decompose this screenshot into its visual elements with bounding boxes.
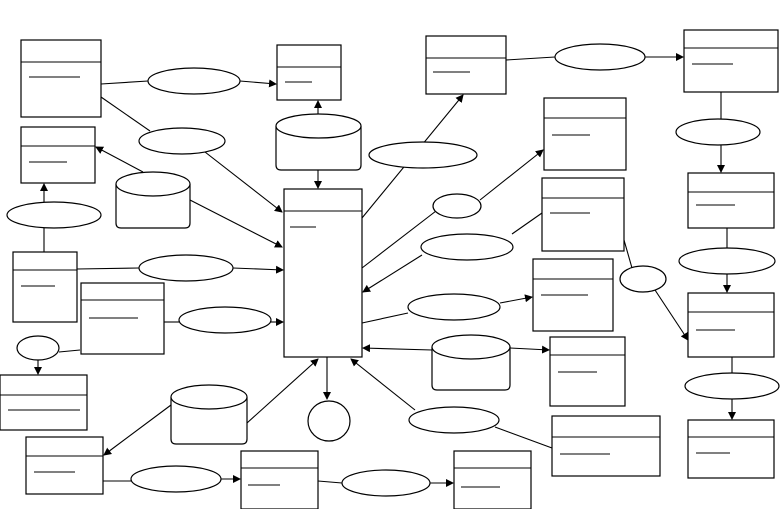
arrow-connector [479,149,544,201]
entity-outline [12,251,78,323]
entity-box [687,172,775,229]
relationship-ellipse [341,469,431,497]
line-connector [76,267,140,270]
datastore-cylinder [275,113,362,171]
entity-outline [551,415,661,477]
entity-outline [453,450,532,509]
line-connector [623,239,633,269]
relationship-ellipse [420,233,514,261]
entity-box [543,97,627,171]
entity-outline [683,29,779,93]
entity-outline [687,292,775,358]
arrow-connector [189,199,283,248]
relationship-ellipse [678,247,776,275]
arrow-connector [246,358,319,424]
cylinder-top [115,171,191,197]
arrow-connector [103,404,172,456]
entity-outline [25,436,104,495]
entity-box [425,35,507,95]
entity-box [276,44,342,101]
line-connector [317,480,343,484]
line-connector [100,96,151,132]
relationship-ellipse [432,193,482,219]
arrow-connector [204,151,283,213]
cylinder-top [431,334,511,360]
relationship-ellipse [684,372,780,400]
cylinder-top [275,113,362,139]
datastore-cylinder [115,171,191,229]
entity-box [687,419,775,479]
entity-outline [20,39,102,118]
relationship-ellipse [408,406,500,434]
relationship-ellipse [138,127,226,155]
arrow-connector [239,79,277,88]
entity-box [20,126,96,184]
datastore-cylinder [170,384,248,445]
entity-box [12,251,78,323]
line-connector [505,56,556,61]
entity-box [541,177,625,252]
entity-outline [0,374,88,431]
entity-box [80,282,165,355]
entity-outline [240,450,319,509]
entity-box [0,374,88,431]
relationship-ellipse [138,254,234,282]
entity-outline [276,44,342,101]
relationship-ellipse [178,306,272,334]
entity-outline [425,35,507,95]
line-connector [361,210,437,269]
relationship-ellipse [619,265,667,293]
relationship-ellipse [407,293,501,321]
entity-outline [687,172,775,229]
arrow-connector [654,289,689,341]
arrow-connector [509,345,550,354]
line-connector [494,426,553,449]
relationship-ellipse [130,465,222,493]
line-connector [361,312,409,324]
line-connector [511,212,543,235]
datastore-cylinder [431,334,511,391]
arrow-connector [95,146,144,173]
relationship-ellipse [16,335,60,361]
entity-box [283,188,363,358]
arrow-connector [232,265,284,274]
entity-box [551,415,661,477]
arrow-connector [362,254,423,293]
entity-box [549,336,626,407]
entity-outline [283,188,363,358]
entity-box [25,436,104,495]
line-connector [100,80,149,85]
arrow-connector [350,358,416,411]
cylinder-body [170,397,248,445]
relationship-ellipse [6,201,102,229]
entity-box [687,292,775,358]
relationship-ellipse [368,141,478,169]
entity-box [453,450,532,509]
entity-box [683,29,779,93]
relationship-ellipse [675,118,761,146]
entity-outline [543,97,627,171]
line-connector [58,349,81,353]
arrow-connector [499,294,533,304]
entity-outline [541,177,625,252]
entity-box [20,39,102,118]
entity-box [532,258,614,332]
relationship-ellipse [147,67,241,95]
arrow-connector [362,344,433,353]
entity-box [240,450,319,509]
entity-outline [687,419,775,479]
terminal-circle [307,400,351,442]
cylinder-top [170,384,248,410]
relationship-ellipse [554,43,646,71]
entity-outline [20,126,96,184]
